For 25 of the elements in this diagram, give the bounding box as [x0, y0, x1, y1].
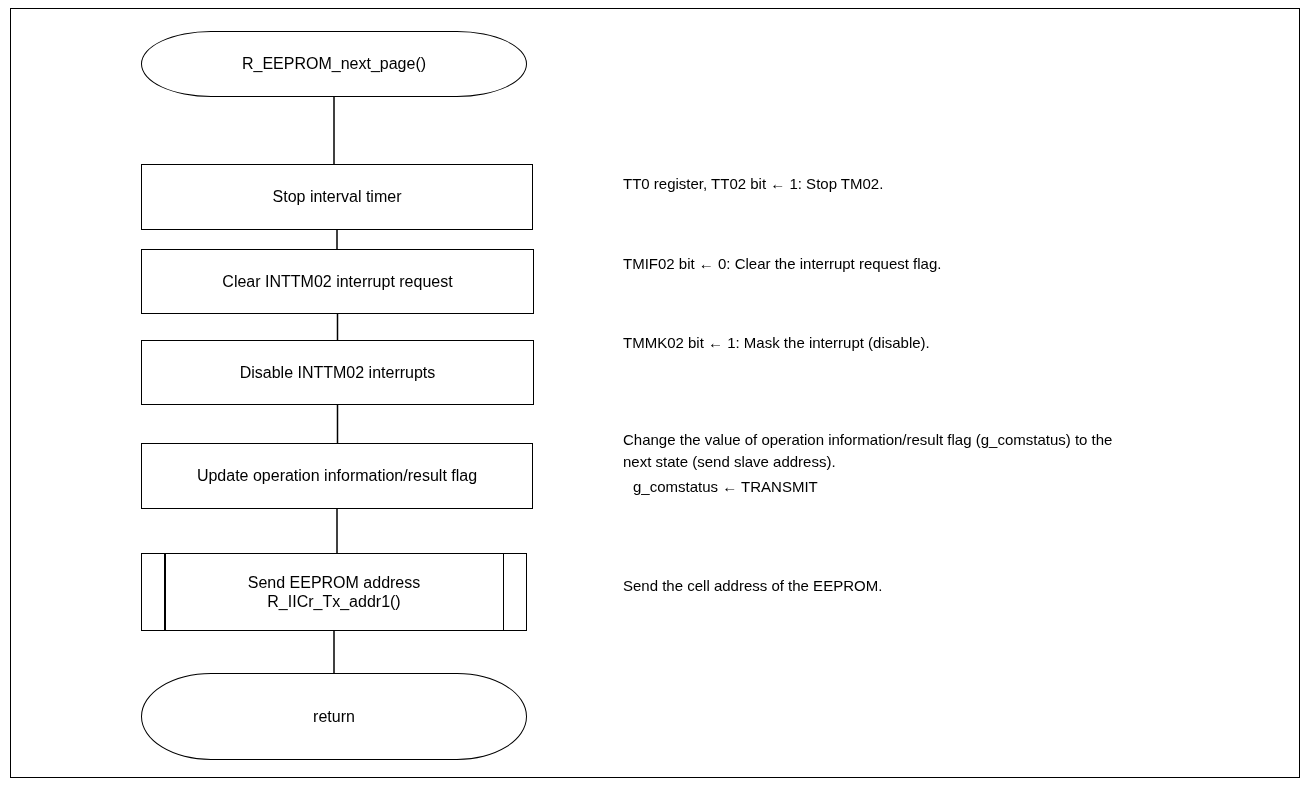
connector-line — [336, 229, 338, 250]
annotation-note: Change the value of operation information/result flag (g_comstatus) to the next state (send slave address). — [623, 430, 1114, 472]
annotation-note: TMMK02 bit ← 1: Mask the interrupt (disable). — [623, 333, 931, 353]
connector-line — [336, 404, 339, 444]
subroutine-box — [141, 553, 527, 631]
process-box — [141, 164, 533, 230]
connector-line — [336, 508, 338, 554]
process-box — [141, 340, 534, 405]
connector-line — [333, 630, 335, 674]
annotation-note: TT0 register, TT02 bit ← 1: Stop TM02. — [623, 174, 885, 194]
annotation-note: g_comstatus ← TRANSMIT — [633, 477, 819, 497]
node-label: R_IICr_Tx_addr1() — [266, 592, 402, 612]
process-box — [141, 249, 534, 314]
node-label: Send EEPROM address — [246, 572, 422, 592]
node-label: Clear INTTM02 interrupt request — [221, 271, 454, 292]
node-label: R_EEPROM_next_page() — [240, 54, 428, 74]
node-label: Stop interval timer — [271, 187, 403, 207]
node-label: return — [312, 706, 356, 727]
connector-line — [336, 313, 339, 341]
annotation-note: TMIF02 bit ← 0: Clear the interrupt request flag. — [623, 254, 943, 274]
annotation-note: Send the cell address of the EEPROM. — [623, 576, 884, 596]
node-label: Update operation information/result flag — [195, 466, 479, 486]
node-label: Disable INTTM02 interrupts — [238, 362, 437, 383]
connector-line — [333, 96, 335, 165]
process-box — [141, 443, 533, 509]
